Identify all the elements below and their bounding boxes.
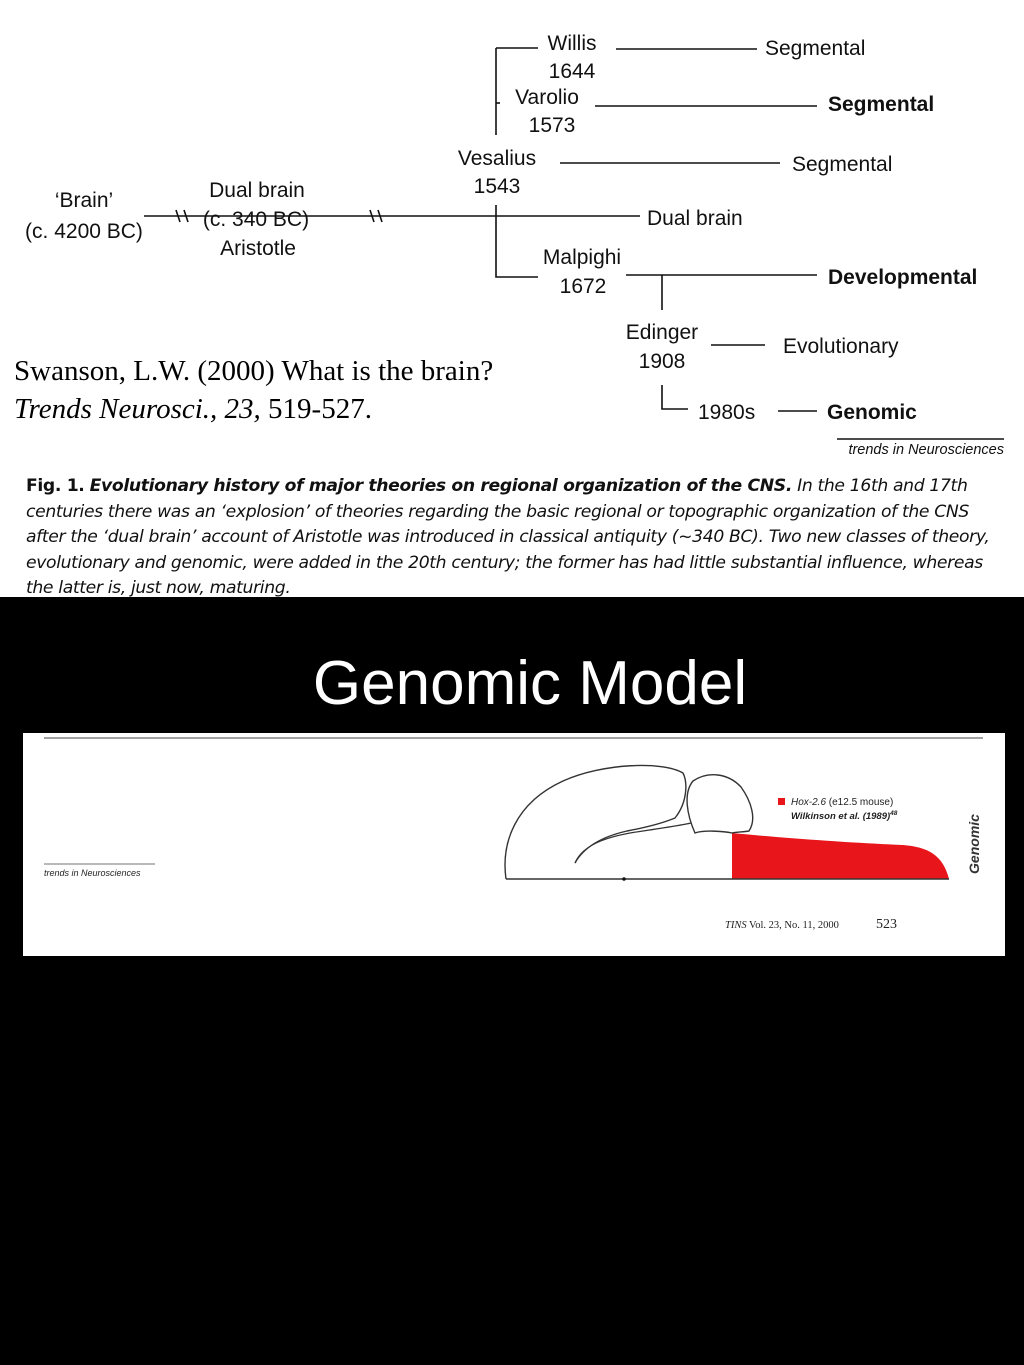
genomic-figure: trends in Neurosciences Hox-2.6 (e12.5 m… [23, 733, 1005, 956]
modern-theory: Genomic [827, 401, 917, 424]
malpighi-theory: Developmental [828, 266, 977, 289]
caption-title: Evolutionary history of major theories o… [89, 476, 793, 496]
genomic-side-label: Genomic [966, 814, 982, 874]
legend-ref-num: 48 [889, 810, 898, 817]
legend-gene: Hox-2.6 [791, 797, 826, 808]
willis-name: Willis [548, 32, 597, 55]
legend-ref: Wilkinson et al. (1989) [791, 811, 890, 822]
edinger-name: Edinger [626, 321, 698, 344]
willis-year: 1644 [549, 60, 596, 83]
varolio-theory: Segmental [828, 93, 934, 116]
legend-stage: (e12.5 mouse) [826, 797, 893, 808]
aristotle-line1: Dual brain [209, 179, 305, 202]
vesalius-theory: Segmental [792, 153, 892, 176]
malpighi-name: Malpighi [543, 246, 621, 269]
edinger-year: 1908 [639, 350, 686, 373]
ventricle-line [574, 822, 692, 864]
citation-line2: Trends Neurosci., 23, 519-527. [14, 390, 493, 428]
vesalius-year: 1543 [474, 175, 521, 198]
willis-theory: Segmental [765, 37, 865, 60]
vesalius-name: Vesalius [458, 147, 536, 170]
malpighi-year: 1672 [560, 275, 607, 298]
citation-journal: Trends Neurosci., 23, [14, 393, 261, 425]
tree-connectors [144, 47, 1004, 440]
brain-name: ‘Brain’ [55, 189, 113, 212]
edinger-theory: Evolutionary [783, 335, 899, 358]
aristotle-line3: Aristotle [220, 237, 296, 260]
reference-dot [622, 877, 626, 881]
brain-date: (c. 4200 BC) [25, 220, 143, 243]
journal-credit-top: trends in Neurosciences [848, 442, 1004, 458]
legend-swatch [778, 798, 785, 805]
brain-outline [504, 764, 949, 880]
legend-ref-line: Wilkinson et al. (1989)48 [791, 810, 898, 822]
caption-body: In the 16th and 17th centuries there was… [26, 476, 990, 597]
aristotle-line2: (c. 340 BC) [203, 208, 309, 231]
varolio-name: Varolio [515, 86, 579, 109]
modern-year: 1980s [698, 401, 755, 424]
hox-expression-region [732, 833, 949, 879]
varolio-year: 1573 [529, 114, 576, 137]
caption-label: Fig. 1. [26, 476, 85, 496]
legend-gene-line: Hox-2.6 (e12.5 mouse) [791, 797, 893, 808]
theory-history-figure: Willis 1644 Segmental Varolio 1573 Segme… [0, 0, 1024, 597]
aristotle-theory: Dual brain [647, 207, 743, 230]
genomic-brain-diagram: trends in Neurosciences Hox-2.6 (e12.5 m… [44, 737, 983, 932]
citation: Swanson, L.W. (2000) What is the brain? … [14, 352, 493, 428]
footer-citation: TINS Vol. 23, No. 11, 2000 [725, 920, 839, 931]
footer-volume: Vol. 23, No. 11, 2000 [747, 920, 839, 931]
footer-journal: TINS [725, 920, 747, 931]
citation-pages: 519-527. [260, 393, 372, 425]
slide-title: Genomic Model [312, 649, 748, 718]
figure-caption: Fig. 1. Evolutionary history of major th… [26, 474, 1012, 597]
theory-tree-diagram: Willis 1644 Segmental Varolio 1573 Segme… [25, 32, 1004, 458]
citation-line1: Swanson, L.W. (2000) What is the brain? [14, 355, 494, 387]
footer-page: 523 [876, 917, 897, 932]
journal-credit-bottom: trends in Neurosciences [44, 868, 141, 878]
